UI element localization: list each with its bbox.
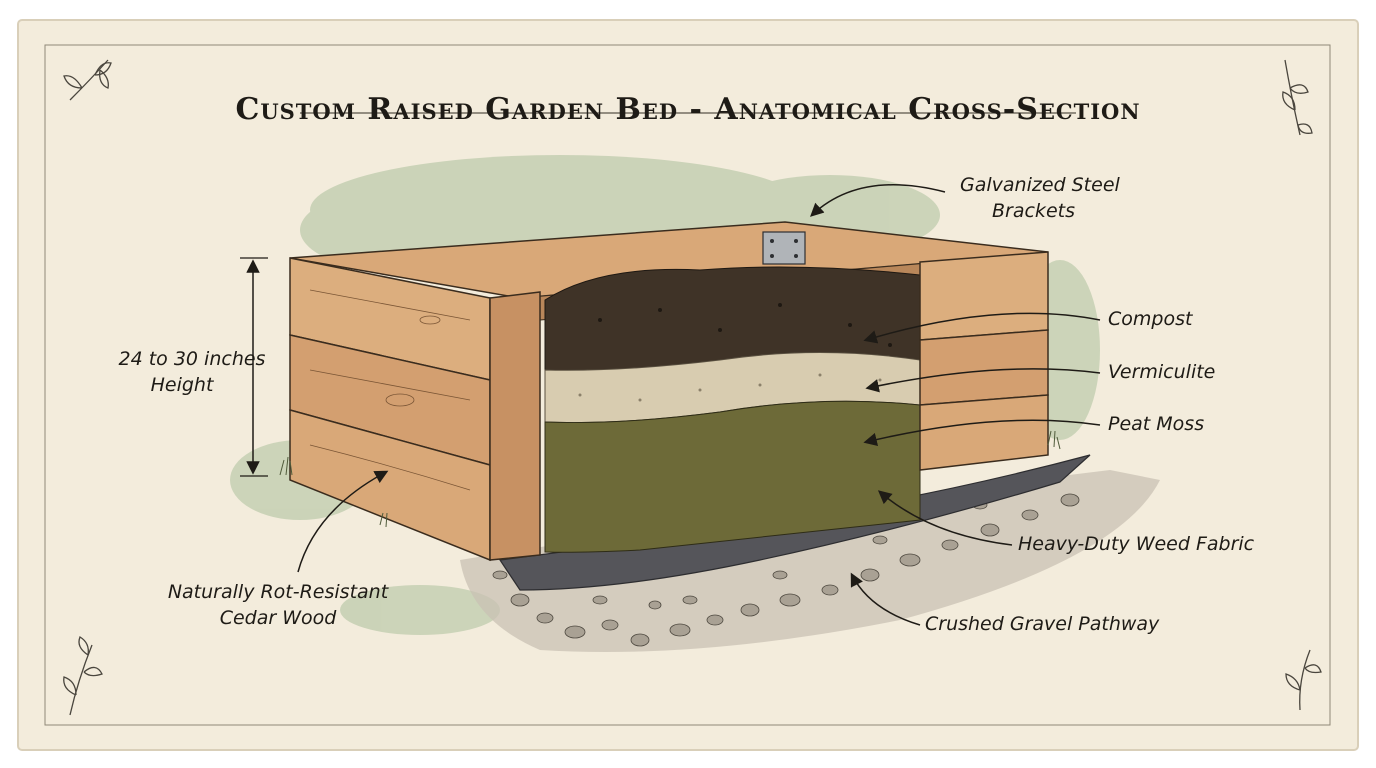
corner-sprig-icon — [63, 59, 112, 101]
label-compost: Compost — [1108, 308, 1193, 330]
steel-bracket-icon — [762, 231, 806, 265]
leader-lines — [297, 184, 1101, 626]
gravel-pathway — [460, 470, 1160, 652]
label-cedar-line2: Cedar Wood — [219, 607, 337, 629]
label-brackets-line2: Brackets — [992, 200, 1075, 222]
wood-grain — [309, 289, 471, 491]
corner-sprig-icon — [1285, 649, 1322, 711]
corner-sprig-icon — [1282, 59, 1313, 136]
vermiculite-texture — [578, 373, 882, 402]
label-height-line1: 24 to 30 inches — [118, 348, 266, 370]
label-weed-fabric: Heavy-Duty Weed Fabric — [1018, 533, 1255, 555]
label-peat-moss: Peat Moss — [1108, 413, 1205, 435]
grass-tufts — [279, 430, 1061, 528]
corner-sprig-icon — [63, 636, 103, 716]
label-brackets-line1: Galvanized Steel — [960, 174, 1120, 196]
right-cedar-wall — [919, 251, 1049, 471]
label-gravel: Crushed Gravel Pathway — [925, 613, 1160, 635]
soil-texture — [598, 303, 892, 347]
label-cedar-line1: Naturally Rot-Resistant — [167, 581, 389, 603]
left-cedar-wall — [289, 257, 541, 562]
label-vermiculite: Vermiculite — [1108, 361, 1216, 383]
diagram-title: Custom Raised Garden Bed - Anatomical Cr… — [235, 92, 1141, 128]
inner-border — [44, 44, 1331, 726]
label-height-line2: Height — [150, 374, 214, 396]
